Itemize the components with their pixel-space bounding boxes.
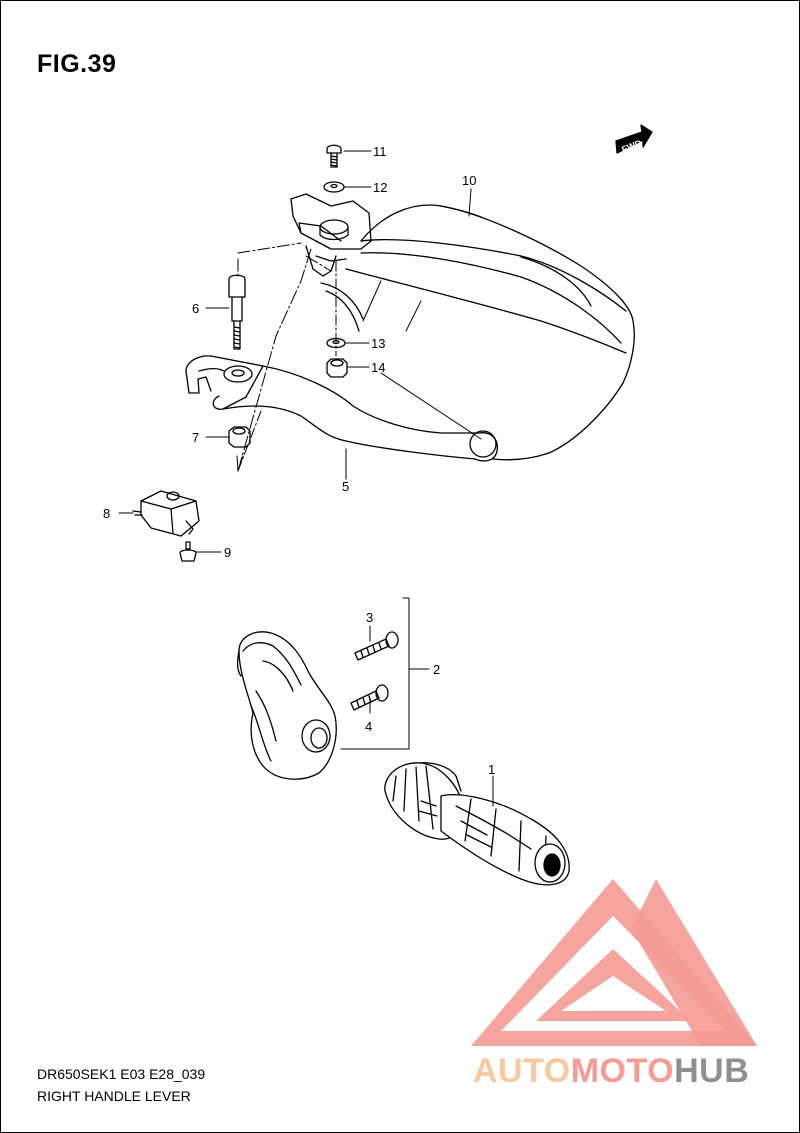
screw-part-3 <box>354 631 399 661</box>
callout-11: 11 <box>373 144 387 159</box>
callout-12: 12 <box>373 180 387 195</box>
watermark-hub: HUB <box>674 1052 750 1090</box>
callout-9: 9 <box>224 545 231 560</box>
nut-part-7 <box>228 426 251 448</box>
watermark-text: AUTOMOTOHUB <box>473 1052 749 1091</box>
model-code: DR650SEK1 E03 E28_039 <box>37 1066 206 1082</box>
figure-title: FIG.39 <box>37 50 117 78</box>
hand-guard <box>345 204 635 461</box>
callout-2: 2 <box>433 662 440 677</box>
watermark-logo <box>471 879 757 1046</box>
callout-5: 5 <box>342 479 349 494</box>
switch-part-8 <box>132 490 200 537</box>
callout-8: 8 <box>103 506 110 521</box>
watermark-moto: MOTO <box>570 1052 675 1090</box>
assembly-name: RIGHT HANDLE LEVER <box>37 1088 191 1104</box>
watermark-auto: AUTO <box>473 1052 571 1090</box>
brake-lever <box>185 355 498 462</box>
lever-bracket <box>290 193 372 332</box>
screw-part-11 <box>326 144 342 168</box>
callout-6: 6 <box>192 301 199 316</box>
callout-labels: 11 12 10 6 13 14 7 5 8 9 3 2 4 1 <box>103 144 495 777</box>
nut-part-14 <box>326 358 348 378</box>
washer-part-12 <box>323 181 345 193</box>
forward-arrow-icon: FWD <box>615 124 653 155</box>
leader-lines <box>118 150 494 807</box>
callout-1: 1 <box>488 762 495 777</box>
callout-7: 7 <box>192 430 199 445</box>
callout-13: 13 <box>371 336 385 351</box>
callout-10: 10 <box>462 173 476 188</box>
callout-14: 14 <box>371 360 385 375</box>
throttle-housing <box>237 631 337 780</box>
screw-part-9 <box>179 541 197 562</box>
bolt-part-6 <box>228 274 246 350</box>
callout-4: 4 <box>365 719 372 734</box>
throttle-grip <box>384 762 570 886</box>
callout-3: 3 <box>366 610 373 625</box>
screw-part-4 <box>350 684 389 711</box>
